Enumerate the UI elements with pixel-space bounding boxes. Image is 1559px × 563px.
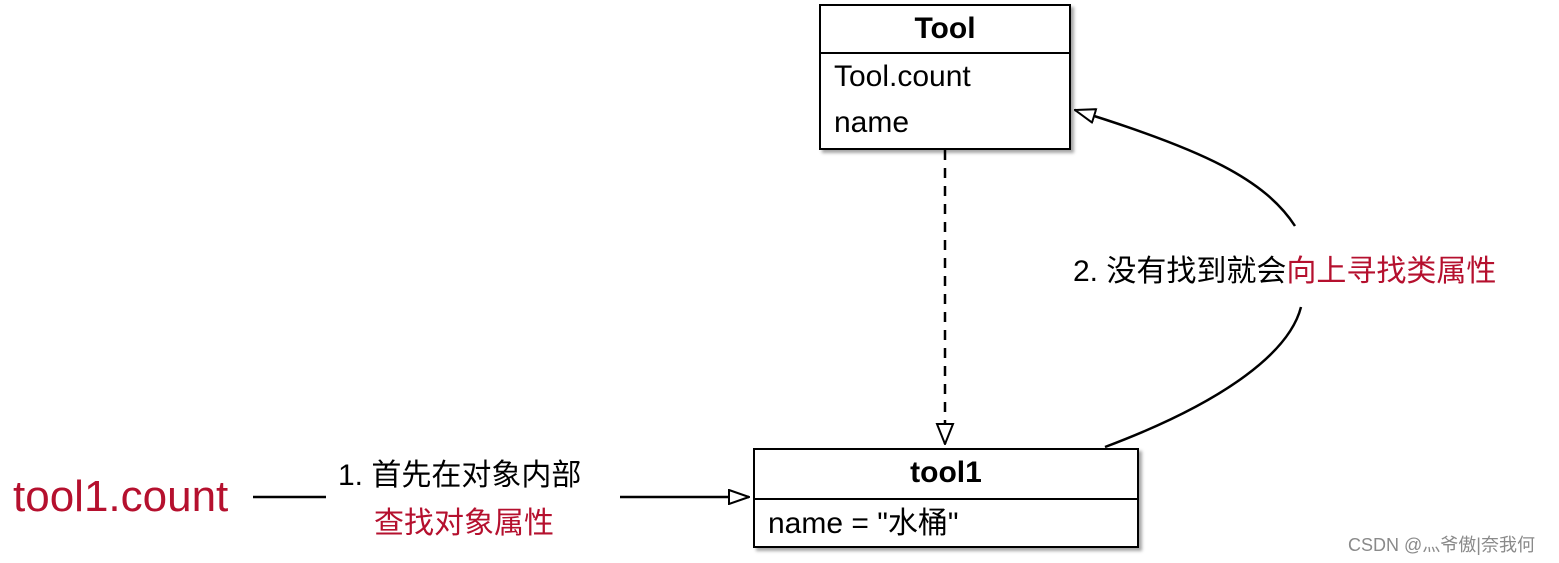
step1-label-line2: 查找对象属性	[374, 507, 554, 540]
instance-attribute-name: name = "水桶"	[768, 507, 959, 540]
instance-box-title: tool1	[755, 450, 1137, 500]
class-box-title: Tool	[821, 6, 1069, 54]
expression-label: tool1.count	[13, 472, 229, 521]
step2-label-highlight: 向上寻找类属性	[1286, 255, 1497, 288]
class-box-tool: Tool Tool.count name	[819, 4, 1071, 150]
step2-arrow-upper	[1075, 110, 1297, 227]
watermark: CSDN @灬爷傲|奈我何	[1348, 535, 1535, 555]
class-attribute-count: Tool.count	[834, 60, 971, 93]
step2-label: 2. 没有找到就会向上寻找类属性	[1071, 250, 1499, 294]
class-attribute-name: name	[834, 106, 910, 139]
step2-label-prefix: 2. 没有找到就会	[1073, 255, 1287, 288]
step2-arrow-lower	[1104, 306, 1303, 449]
step1-label-line1: 1. 首先在对象内部	[338, 459, 582, 492]
instance-box-tool1: tool1 name = "水桶"	[753, 448, 1139, 548]
